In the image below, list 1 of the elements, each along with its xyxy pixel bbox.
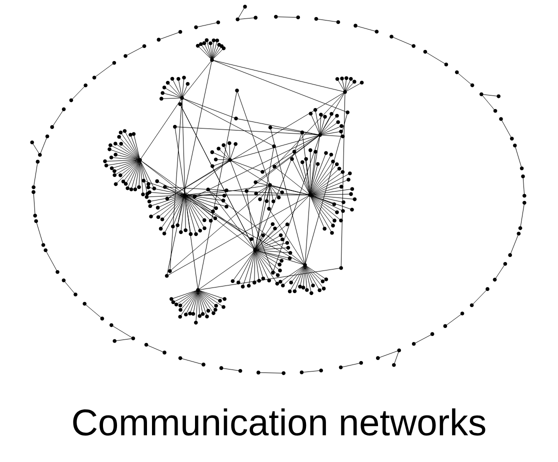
caption: Communication networks <box>73 408 486 436</box>
